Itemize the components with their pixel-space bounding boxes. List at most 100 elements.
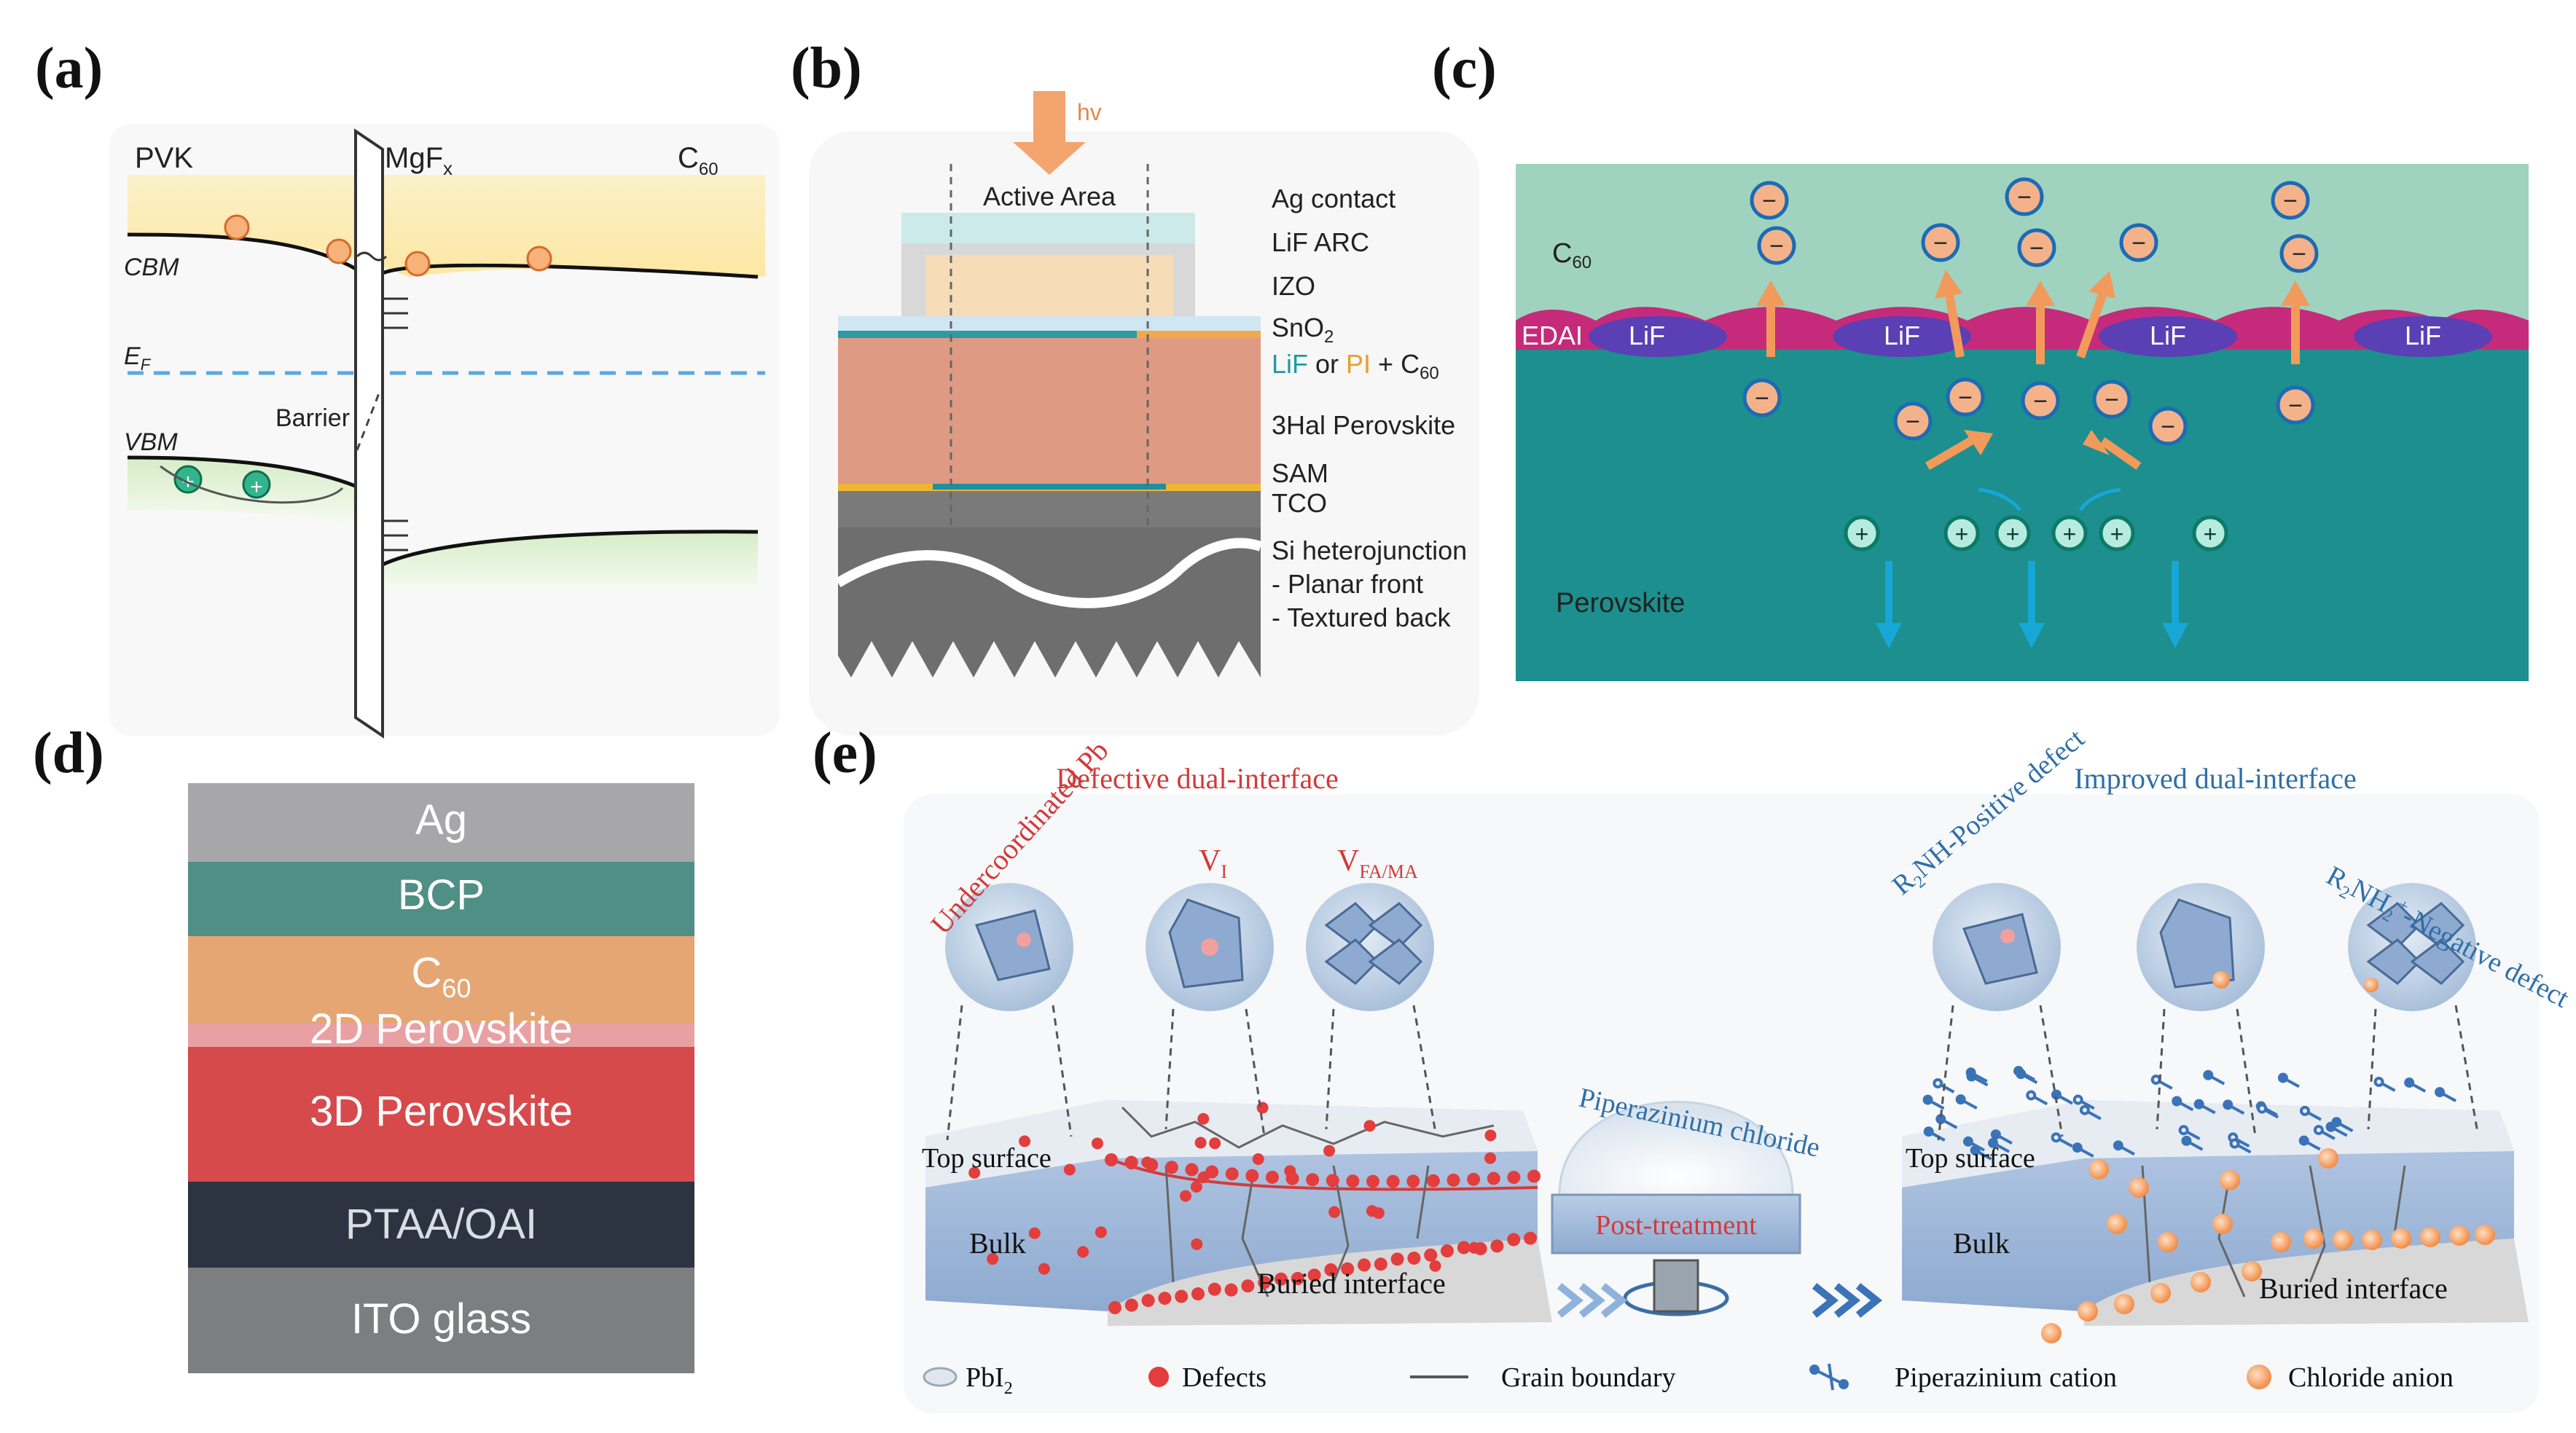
- electron-marker: −: [1893, 401, 1933, 441]
- lif-island: [1589, 316, 1727, 357]
- defect-spheres: [945, 883, 1437, 1141]
- svg-text:−: −: [1958, 384, 1973, 412]
- top-surface-label: Top surface: [922, 1143, 1052, 1174]
- barrier-dashed-line: [356, 393, 380, 451]
- electron-marker: −: [2017, 228, 2056, 267]
- defect-dot: [1028, 1227, 1041, 1239]
- svg-text:+: +: [1855, 521, 1869, 547]
- defect-dot: [1527, 1169, 1540, 1183]
- improved-bulk-label: Bulk: [1953, 1227, 2010, 1260]
- post-treatment-label: Post-treatment: [1595, 1210, 1757, 1241]
- defect-dot: [1507, 1233, 1521, 1246]
- panel-b: (b) hv Active Area Ag contact LiF ARC IZ…: [791, 36, 1479, 736]
- perovskite-label: 3Hal Perovskite: [1272, 410, 1455, 440]
- defect-dot: [1197, 1112, 1210, 1125]
- bulk-label: Bulk: [969, 1227, 1026, 1260]
- improved-buried-region: [2084, 1238, 2529, 1326]
- hole-marker: [242, 470, 271, 499]
- chloride-anion: [2271, 1232, 2291, 1252]
- izo-layer: [925, 255, 1173, 316]
- cation-atom: [2313, 1125, 2324, 1136]
- vbm-label: VBM: [124, 428, 178, 456]
- hv-arrow: [1013, 91, 1086, 175]
- cation-atom: [2013, 1066, 2024, 1077]
- defect-dot: [1141, 1294, 1155, 1308]
- defect-dot: [1374, 1257, 1387, 1271]
- defect-dot: [1346, 1174, 1360, 1188]
- panel-c-holes: + + + + + +: [1844, 515, 2228, 551]
- vi-label: VI: [1199, 844, 1227, 882]
- cation-atom: [2178, 1125, 2189, 1136]
- stack-layer-label: 2D Perovskite: [310, 1005, 573, 1053]
- electron-marker: −: [1921, 223, 1960, 262]
- defect-dots: [968, 1102, 1540, 1314]
- defect-dot: [1252, 1153, 1264, 1165]
- ef-label: EF: [124, 342, 152, 374]
- vfama-sphere: [1306, 883, 1434, 1011]
- cation-atom: [2026, 1090, 2037, 1101]
- cation-atom: [1923, 1126, 1934, 1137]
- defect-dot: [1406, 1174, 1420, 1188]
- process-arrows: [1557, 1283, 1883, 1318]
- barrier-label: Barrier: [275, 404, 350, 432]
- defect-dot: [1063, 1163, 1076, 1176]
- cbm-curve-right: [382, 263, 759, 279]
- hole-marker: +: [1943, 515, 1980, 551]
- svg-text:+: +: [2063, 521, 2077, 547]
- piperazinium-cation-legend-icon: [1809, 1363, 1849, 1391]
- lif-arc-label: LiF ARC: [1272, 227, 1369, 257]
- svg-text:LiF: LiF: [2150, 321, 2186, 350]
- lif-pi-layer: [838, 331, 1261, 338]
- defect-dot: [1366, 1174, 1380, 1188]
- electron-marker: −: [2005, 177, 2044, 216]
- defect-dot: [1258, 1276, 1272, 1289]
- chloride-anion: [2303, 1228, 2324, 1249]
- panel-a-electrons: [224, 214, 552, 277]
- svg-text:−: −: [2161, 413, 2175, 441]
- electron-transport-arrows: [1756, 270, 2310, 471]
- defect-dot: [1441, 1244, 1454, 1258]
- svg-text:−: −: [1762, 187, 1777, 215]
- electron-marker: −: [2271, 181, 2310, 220]
- cation-atom: [2193, 1099, 2204, 1110]
- chloride-anion: [2333, 1230, 2353, 1250]
- cation-atom: [1922, 1094, 1933, 1105]
- cation-atom: [2172, 1096, 2182, 1107]
- chloride-anion: [2041, 1323, 2062, 1343]
- stack-layer: [188, 783, 694, 862]
- active-area-label: Active Area: [983, 181, 1116, 211]
- defect-dot: [1265, 1170, 1279, 1184]
- pbi2-legend-icon: [923, 1367, 958, 1387]
- stack-layer: [188, 936, 694, 1024]
- defect-dot: [1038, 1263, 1050, 1275]
- panel-a-label: (a): [35, 36, 103, 101]
- defect-dot: [1490, 1239, 1504, 1253]
- pi-layer-segment: [1137, 331, 1261, 338]
- svg-text:LiF: LiF: [2405, 321, 2441, 350]
- defect-dot: [1424, 1248, 1438, 1262]
- defect-dot: [1366, 1205, 1378, 1217]
- improved-top-surface: [1902, 1100, 2514, 1187]
- chloride-anion: [2220, 1170, 2240, 1190]
- piperazinium-cations: [1922, 1066, 2456, 1161]
- lif-island: [2099, 316, 2237, 357]
- defect-dot: [1091, 1137, 1103, 1150]
- lif-pi-c60-label: LiF or PI + C60: [1272, 349, 1439, 383]
- svg-text:−: −: [2029, 235, 2044, 262]
- svg-text:−: −: [2131, 229, 2146, 257]
- chloride-anion: [2318, 1148, 2338, 1169]
- svg-text:−: −: [2033, 388, 2048, 415]
- passivated-spheres: [1933, 883, 2479, 1141]
- cation-atom: [1988, 1137, 1999, 1148]
- hole-marker: +: [1844, 515, 1880, 551]
- pvk-label: PVK: [135, 142, 193, 174]
- defect-dot: [1291, 1271, 1304, 1285]
- chloride-anion-legend-icon: [2247, 1365, 2271, 1389]
- defect-dot: [1446, 1173, 1460, 1187]
- defect-dot: [1185, 1163, 1199, 1177]
- cation-atom: [1990, 1129, 2001, 1140]
- defect-dot: [1328, 1206, 1341, 1218]
- izo-label: IZO: [1272, 271, 1315, 301]
- stack-layer: [188, 1268, 694, 1373]
- defect-dot: [1324, 1263, 1338, 1277]
